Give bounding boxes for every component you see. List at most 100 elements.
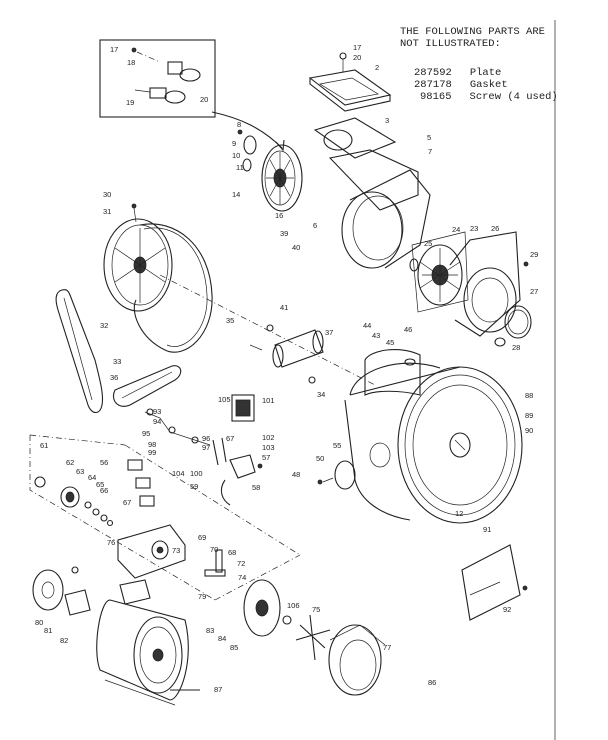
part-label: 68: [228, 548, 236, 557]
part-label: 65: [96, 480, 104, 489]
part-label: 33: [113, 357, 121, 366]
drum-pulley: [103, 203, 213, 353]
part-label: 97: [202, 443, 210, 452]
part-label: 8: [237, 120, 241, 129]
part-label: 92: [503, 605, 511, 614]
part-label: 40: [292, 243, 300, 252]
part-label: 91: [483, 525, 491, 534]
part-label: 57: [262, 453, 270, 462]
part-label: 32: [100, 321, 108, 330]
part-label: 16: [275, 211, 283, 220]
part-labels: 17 18 19 20 17 20 2 3 5 7 8 9 10 11 14 1…: [35, 43, 538, 694]
part-label: 73: [172, 546, 180, 555]
part-label: 90: [525, 426, 533, 435]
part-label: 72: [237, 559, 245, 568]
drum-shaft: [266, 324, 324, 384]
part-label: 30: [103, 190, 111, 199]
part-label: 77: [383, 643, 391, 652]
control-parts: [144, 394, 263, 506]
part-label: 34: [317, 390, 325, 399]
part-label: 6: [313, 221, 317, 230]
not-illustrated-row: 287178 Gasket: [414, 74, 558, 91]
part-label: 39: [280, 229, 288, 238]
bracket-panel: [461, 544, 528, 621]
part-label: 87: [214, 685, 222, 694]
part-label: 27: [530, 287, 538, 296]
motor-mount: [117, 524, 186, 579]
blower-wheel: [237, 129, 303, 212]
part-label: 104: [172, 469, 185, 478]
fan-assembly: [411, 231, 532, 347]
part-label: 36: [110, 373, 118, 382]
part-label: 2: [375, 63, 379, 72]
part-label: 37: [325, 328, 333, 337]
part-label: 64: [88, 473, 96, 482]
part-label: 23: [470, 224, 478, 233]
part-label: 76: [107, 538, 115, 547]
part-label: 80: [35, 618, 43, 627]
drum: [344, 349, 523, 524]
part-label: 102: [262, 433, 275, 442]
upper-housing: [308, 52, 419, 211]
not-illustrated-row: 98165 Screw (4 used): [414, 86, 558, 103]
part-label: 67: [226, 434, 234, 443]
part-label: 88: [525, 391, 533, 400]
part-label: 82: [60, 636, 68, 645]
not-illustrated-header-1: THE FOLLOWING PARTS ARE: [400, 26, 545, 38]
part-label: 44: [363, 321, 371, 330]
lower-middle-parts: [204, 549, 386, 696]
part-name: Plate: [469, 67, 502, 79]
part-label: 98: [148, 440, 156, 449]
part-label: 58: [252, 483, 260, 492]
part-label: 20: [200, 95, 208, 104]
part-label: 86: [428, 678, 436, 687]
part-label: 67: [123, 498, 131, 507]
part-label: 9: [232, 139, 236, 148]
part-label: 74: [238, 573, 246, 582]
part-label: 61: [40, 441, 48, 450]
part-name: Gasket: [469, 79, 508, 91]
small-disc: [317, 460, 356, 490]
part-number: 287178: [414, 79, 452, 91]
part-label: 24: [452, 225, 460, 234]
part-label: 106: [287, 601, 300, 610]
part-label: 93: [153, 407, 161, 416]
part-label: 79: [198, 592, 206, 601]
part-label: 66: [100, 486, 108, 495]
part-label: 63: [76, 467, 84, 476]
inset-detail-box: [99, 39, 216, 118]
part-label: 26: [491, 224, 499, 233]
part-label: 31: [103, 207, 111, 216]
left-small-parts: [34, 459, 155, 527]
part-number: 98165: [420, 91, 452, 103]
part-label: 43: [372, 331, 380, 340]
part-label: 19: [126, 98, 134, 107]
part-label: 55: [333, 441, 341, 450]
part-label: 89: [525, 411, 533, 420]
part-label: 100: [190, 469, 203, 478]
base-outline: [29, 434, 301, 601]
part-label: 59: [190, 482, 198, 491]
part-label: 35: [226, 316, 234, 325]
part-label: 85: [230, 643, 238, 652]
part-label: 105: [218, 395, 231, 404]
belts: [55, 289, 182, 414]
part-label: 29: [530, 250, 538, 259]
part-label: 75: [312, 605, 320, 614]
part-label: 17: [110, 45, 118, 54]
part-label: 95: [142, 429, 150, 438]
part-label: 99: [148, 448, 156, 457]
part-label: 12: [455, 509, 463, 518]
part-label: 41: [280, 303, 288, 312]
idler-parts: [32, 566, 91, 616]
part-label: 17: [353, 43, 361, 52]
part-label: 56: [100, 458, 108, 467]
part-name: Screw (4 used): [469, 91, 558, 103]
part-label: 25: [424, 239, 432, 248]
part-label: 7: [428, 147, 432, 156]
not-illustrated-header-2: NOT ILLUSTRATED:: [400, 38, 501, 50]
blower-housing: [341, 169, 431, 272]
